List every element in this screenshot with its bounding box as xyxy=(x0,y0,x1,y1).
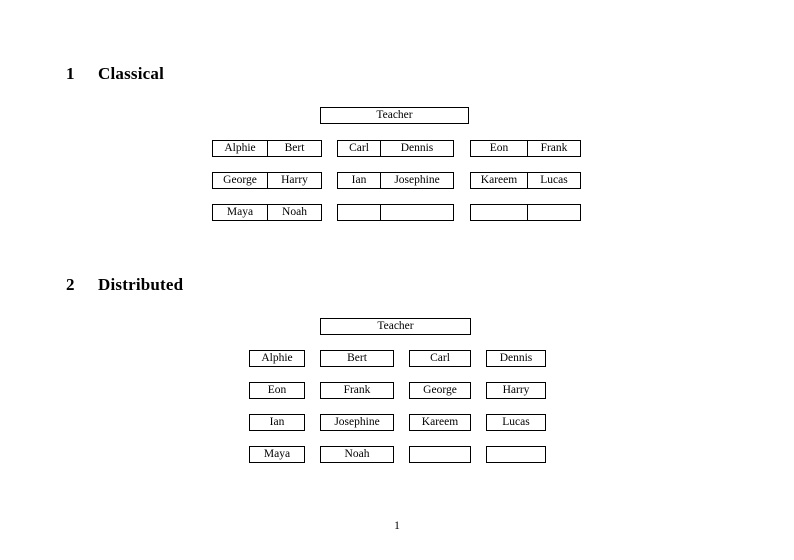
student-cell: Bert xyxy=(267,140,322,157)
section-title: Distributed xyxy=(98,275,184,294)
student-cell-empty xyxy=(337,204,381,221)
section-heading-classical: 1 Classical xyxy=(66,64,164,84)
section-number: 2 xyxy=(66,275,75,294)
student-cell: Lucas xyxy=(486,414,546,431)
section-number: 1 xyxy=(66,64,75,83)
student-cell: Frank xyxy=(527,140,581,157)
student-cell: Dennis xyxy=(486,350,546,367)
student-cell: Alphie xyxy=(212,140,268,157)
student-cell: Ian xyxy=(249,414,305,431)
student-cell-empty xyxy=(486,446,546,463)
student-cell: Bert xyxy=(320,350,394,367)
student-cell: Ian xyxy=(337,172,381,189)
section-heading-distributed: 2 Distributed xyxy=(66,275,183,295)
student-cell: Kareem xyxy=(470,172,528,189)
student-cell: Lucas xyxy=(527,172,581,189)
student-cell: George xyxy=(409,382,471,399)
student-cell-empty xyxy=(470,204,528,221)
student-cell: Eon xyxy=(470,140,528,157)
student-cell: Frank xyxy=(320,382,394,399)
student-cell: Eon xyxy=(249,382,305,399)
student-cell: Josephine xyxy=(380,172,454,189)
student-cell: Dennis xyxy=(380,140,454,157)
student-cell: Carl xyxy=(409,350,471,367)
student-cell: Noah xyxy=(267,204,322,221)
student-cell-empty xyxy=(380,204,454,221)
page-number: 1 xyxy=(394,520,400,532)
student-cell: George xyxy=(212,172,268,189)
student-cell: Harry xyxy=(486,382,546,399)
section-title: Classical xyxy=(98,64,165,83)
student-cell: Noah xyxy=(320,446,394,463)
student-cell: Josephine xyxy=(320,414,394,431)
teacher-box-classical: Teacher xyxy=(320,107,469,124)
student-cell: Harry xyxy=(267,172,322,189)
student-cell-empty xyxy=(409,446,471,463)
student-cell: Alphie xyxy=(249,350,305,367)
teacher-box-distributed: Teacher xyxy=(320,318,471,335)
student-cell: Maya xyxy=(249,446,305,463)
student-cell-empty xyxy=(527,204,581,221)
student-cell: Carl xyxy=(337,140,381,157)
student-cell: Maya xyxy=(212,204,268,221)
student-cell: Kareem xyxy=(409,414,471,431)
